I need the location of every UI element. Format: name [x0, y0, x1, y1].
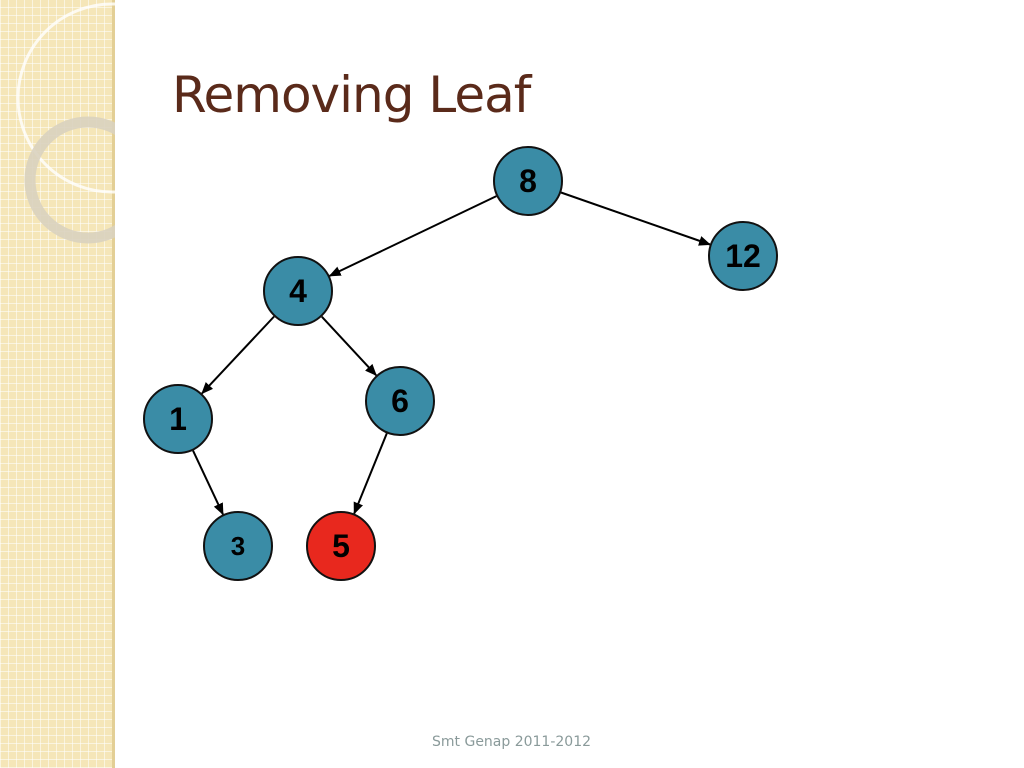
tree-node-3: 3 — [203, 511, 273, 581]
tree-node-4: 4 — [263, 256, 333, 326]
tree-node-5: 5 — [306, 511, 376, 581]
decorative-ring-small — [24, 116, 115, 244]
tree-node-circle — [203, 511, 273, 581]
edge-n4-to-n1 — [201, 315, 275, 395]
tree-node-circle — [365, 366, 435, 436]
tree-node-label: 6 — [391, 383, 409, 419]
tree-edges — [192, 191, 711, 516]
tree-node-circle — [263, 256, 333, 326]
tree-node-circle — [493, 146, 563, 216]
tree-node-label: 12 — [725, 238, 761, 274]
edge-n8-to-n4 — [328, 195, 497, 277]
tree-node-circle — [143, 384, 213, 454]
tree-node-12: 12 — [708, 221, 778, 291]
decorative-ring-large — [16, 2, 115, 194]
side-band-edge — [112, 0, 115, 768]
tree-node-6: 6 — [365, 366, 435, 436]
tree-node-1: 1 — [143, 384, 213, 454]
edge-n6-to-n5 — [353, 433, 388, 515]
decorative-rings — [16, 2, 115, 244]
tree-nodes: 8 12 4 6 1 3 5 — [143, 146, 778, 581]
tree-node-circle — [708, 221, 778, 291]
slide-footer: Smt Genap 2011-2012 — [432, 734, 592, 750]
tree-node-label: 5 — [332, 528, 350, 564]
tree-node-8: 8 — [493, 146, 563, 216]
edge-n8-to-n12 — [560, 191, 711, 246]
tree-node-label: 3 — [231, 531, 245, 561]
tree-node-label: 4 — [289, 273, 307, 309]
edge-n1-to-n3 — [192, 450, 224, 516]
edge-n4-to-n6 — [321, 316, 377, 377]
tree-node-label: 8 — [519, 163, 537, 199]
slide-title: Removing Leaf — [172, 66, 531, 124]
tree-node-circle — [306, 511, 376, 581]
tree-node-label: 1 — [169, 401, 187, 437]
